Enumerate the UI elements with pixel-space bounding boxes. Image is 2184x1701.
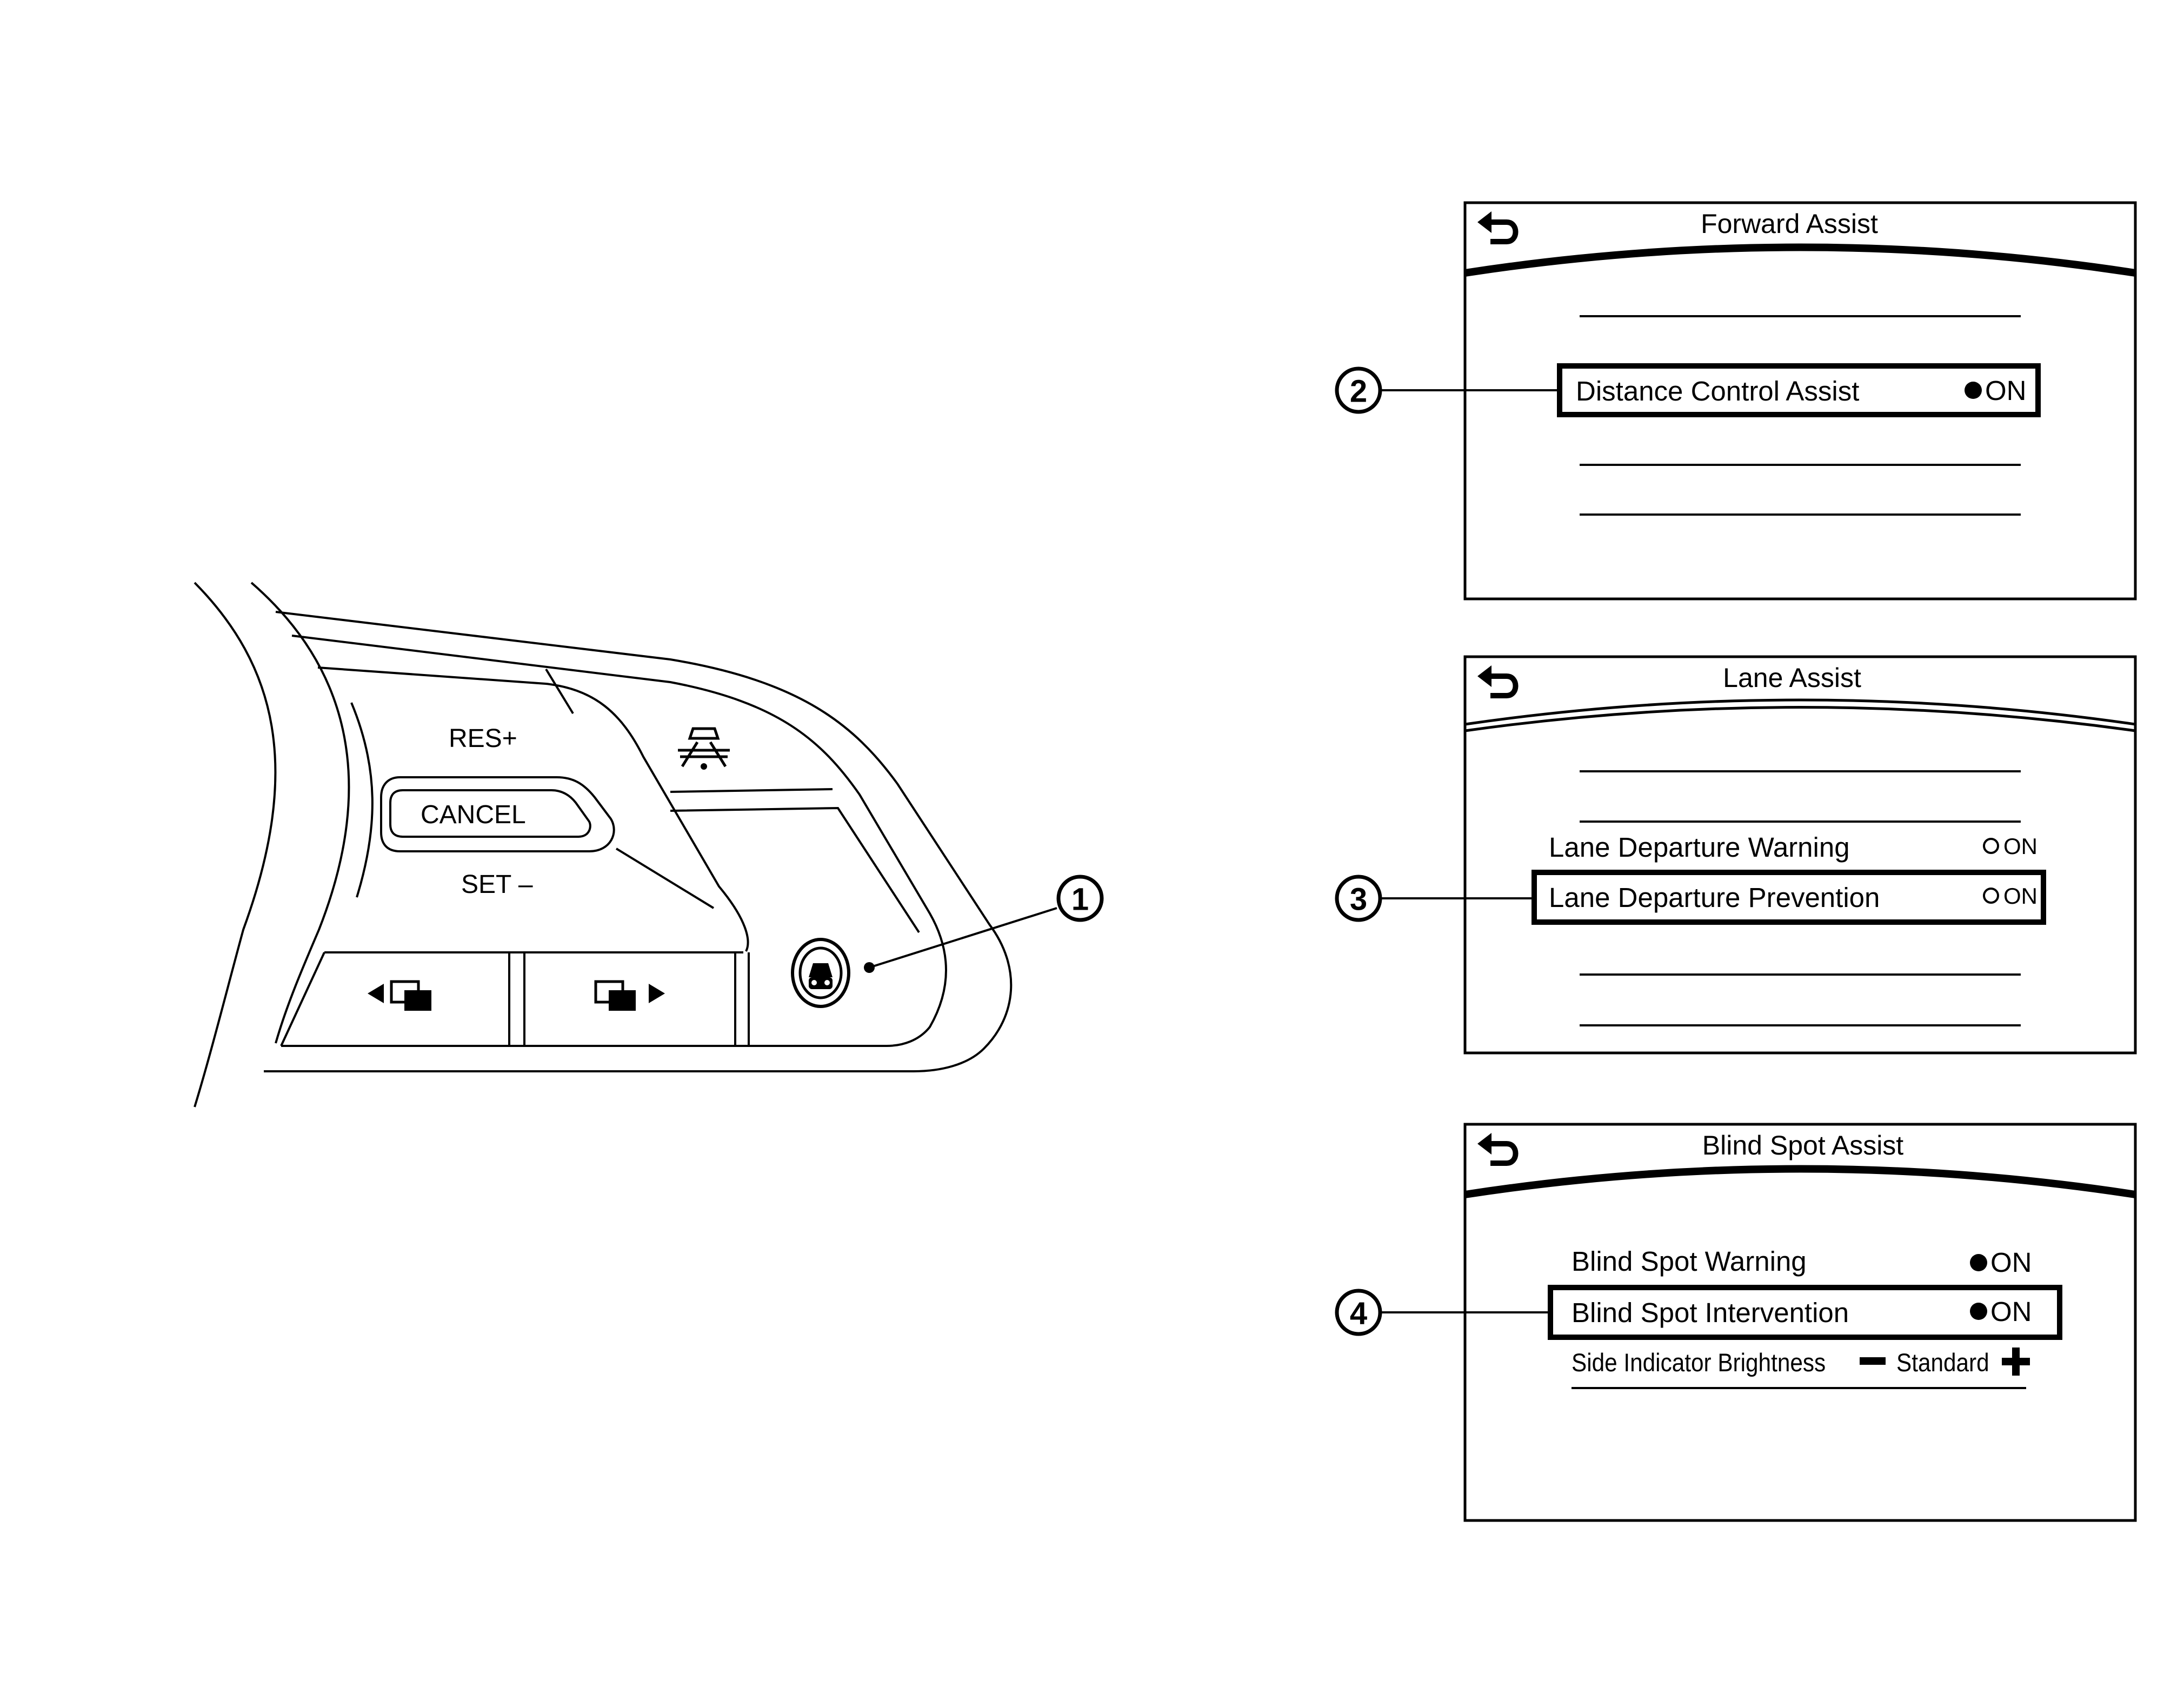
callout-3: 3 [1335,875,1382,922]
back-arrow-icon[interactable] [1477,1133,1519,1166]
switch-panel-divider-mid2 [670,806,920,933]
status-on-label: ON [1990,1296,2032,1327]
menu-item-label: Blind Spot Intervention [1572,1297,1849,1328]
screen-frame [1463,201,2137,601]
switch-panel-left [280,952,325,1046]
screen-title: Forward Assist [1701,209,1878,239]
menu-item-label: Blind Spot Warning [1572,1246,1807,1277]
forward-assist-screen: Forward Assist Distance Control Assist O… [1335,201,2137,601]
spoke-inner-outline [281,635,947,1047]
status-filled-dot-icon [1965,382,1982,399]
display-next-icon[interactable] [594,980,665,1011]
menu-item-label: Lane Departure Prevention [1549,882,1880,913]
header-curve-2 [1464,706,2136,732]
plus-icon[interactable] [2002,1348,2030,1376]
callout-1: 1 [1056,875,1104,922]
back-arrow-icon[interactable] [1477,211,1519,244]
menu-item-lane-departure-warning[interactable]: Lane Departure Warning ON [1549,832,2037,863]
switch-panel-top [317,666,749,952]
cancel-button-outer[interactable] [380,776,615,852]
status-on-label: ON [1985,375,2027,406]
menu-item-blind-spot-intervention[interactable]: Blind Spot Intervention ON [1572,1296,2032,1328]
svg-text:3: 3 [1350,882,1367,917]
cancel-button-inner [389,789,591,838]
menu-item-distance-control-assist[interactable]: Distance Control Assist ON [1576,375,2027,406]
status-on-label: ON [1990,1247,2032,1278]
callout-1-leader [869,907,1057,969]
menu-item-side-indicator-brightness[interactable]: Side Indicator Brightness Standard [1572,1348,2030,1377]
screen-frame [1463,655,2137,1055]
lane-assist-icon[interactable] [678,727,730,770]
status-on-label: ON [2003,883,2037,909]
brightness-value: Standard [1896,1349,1989,1377]
callout-4: 4 [1335,1289,1382,1336]
wheel-rim-inner [250,582,350,1044]
set-minus-label[interactable]: SET – [461,870,533,899]
wheel-rim-outer [194,582,277,1108]
lane-assist-screen: Lane Assist Lane Departure Warning ON La… [1335,655,2137,1055]
menu-item-blind-spot-warning[interactable]: Blind Spot Warning ON [1572,1246,2032,1278]
screen-frame [1463,1123,2137,1522]
switch-panel-divider-mid [670,788,833,793]
svg-text:4: 4 [1350,1296,1367,1331]
svg-text:1: 1 [1071,882,1089,917]
switch-diag-line [615,848,715,909]
status-empty-dot-icon [1983,838,1999,854]
menu-item-label: Distance Control Assist [1576,376,1859,406]
switch-panel-divider-top [545,668,574,715]
status-on-label: ON [2003,833,2037,859]
menu-item-lane-departure-prevention[interactable]: Lane Departure Prevention ON [1549,882,2037,913]
spoke-outer-outline [264,611,1013,1072]
blind-spot-assist-screen: Blind Spot Assist Blind Spot Warning ON … [1335,1123,2137,1522]
status-filled-dot-icon [1970,1303,1987,1320]
header-curve-1 [1464,698,2136,726]
header-curve [1464,243,2136,277]
menu-item-label: Lane Departure Warning [1549,832,1850,863]
header-curve [1464,1165,2136,1198]
status-filled-dot-icon [1970,1254,1987,1271]
steering-wheel-switch: RES+ CANCEL SET – [194,582,1104,1108]
dynamic-driver-assistance-icon[interactable] [791,938,850,1008]
screen-title: Lane Assist [1723,663,1861,693]
minus-icon[interactable] [1860,1357,1886,1365]
display-prev-icon[interactable] [368,980,431,1011]
cancel-label[interactable]: CANCEL [421,801,526,829]
status-empty-dot-icon [1983,888,1999,904]
svg-text:2: 2 [1350,374,1367,409]
screen-title: Blind Spot Assist [1702,1130,1904,1160]
res-plus-label[interactable]: RES+ [449,724,517,753]
switch-panel-left-inner [350,702,374,898]
brightness-label: Side Indicator Brightness [1572,1349,1826,1377]
back-arrow-icon[interactable] [1477,665,1519,698]
callout-2: 2 [1335,366,1382,414]
